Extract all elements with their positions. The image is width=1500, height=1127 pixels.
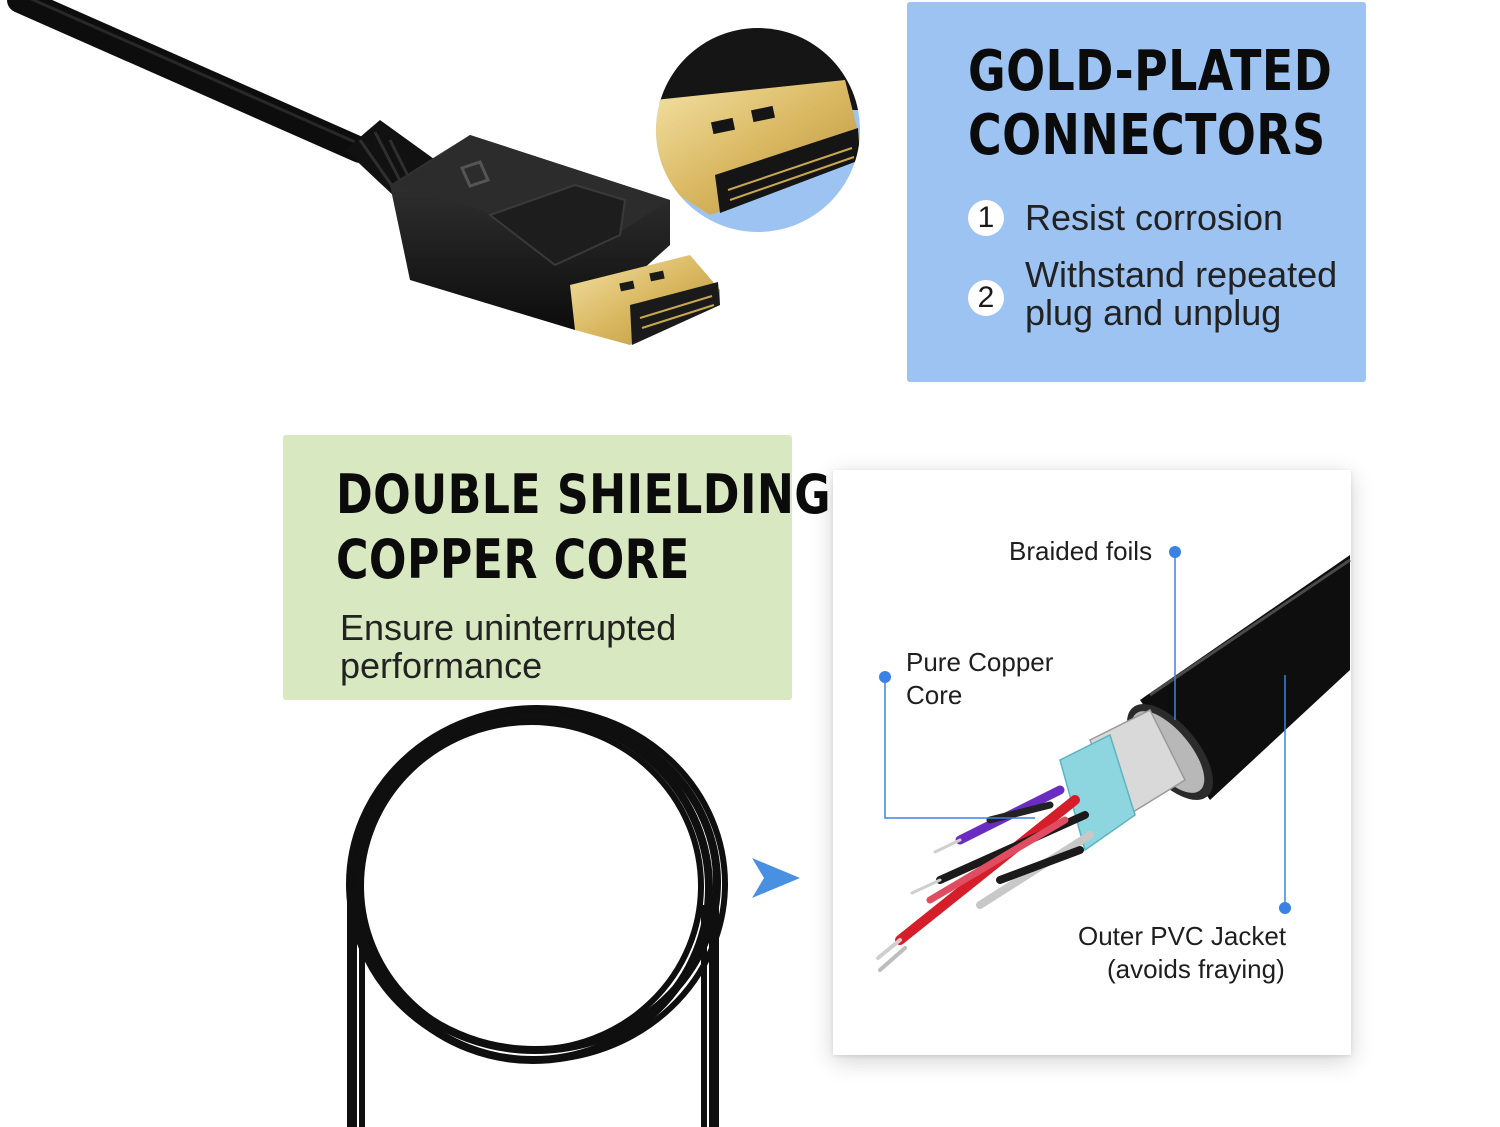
callout-dot [1279,902,1291,914]
callout-lines [884,552,1286,908]
feature-withstand-line1: Withstand repeated [1025,254,1338,295]
displayport-connector [390,135,720,345]
main-cable [7,0,373,163]
displayport-logo-icon [459,160,491,188]
feature-resist-corrosion: Resist corrosion [1025,197,1284,238]
coiled-cable [346,705,728,1127]
connector-zoom-circle [656,28,860,232]
right-arrow-icon [752,858,800,898]
shielding-desc-line1: Ensure uninterrupted [340,607,677,648]
inner-wires [876,785,1094,972]
feature-number-badge: 2 [968,280,1004,316]
gold-title-line2: CONNECTORS [968,103,1326,168]
shielding-title-line2: COPPER CORE [336,528,690,591]
shielding-desc-line2: performance [340,645,543,686]
gold-connectors-panel [907,2,1366,382]
feature-number-badge: 1 [968,200,1004,236]
label-braided-foils: Braided foils [1009,536,1153,566]
feature-withstand-line2: plug and unplug [1025,292,1282,333]
shielding-panel [283,435,792,700]
label-pure-copper-line2: Core [906,680,963,710]
label-outer-pvc-line1: Outer PVC Jacket [1078,921,1287,951]
callout-dot [879,671,891,683]
shielding-title-line1: DOUBLE SHIELDING [336,463,832,526]
label-pure-copper-line1: Pure Copper [906,647,1054,677]
gold-title-line1: GOLD-PLATED [968,39,1333,104]
label-outer-pvc-line2: (avoids fraying) [1107,954,1285,984]
callout-dot [1169,546,1181,558]
